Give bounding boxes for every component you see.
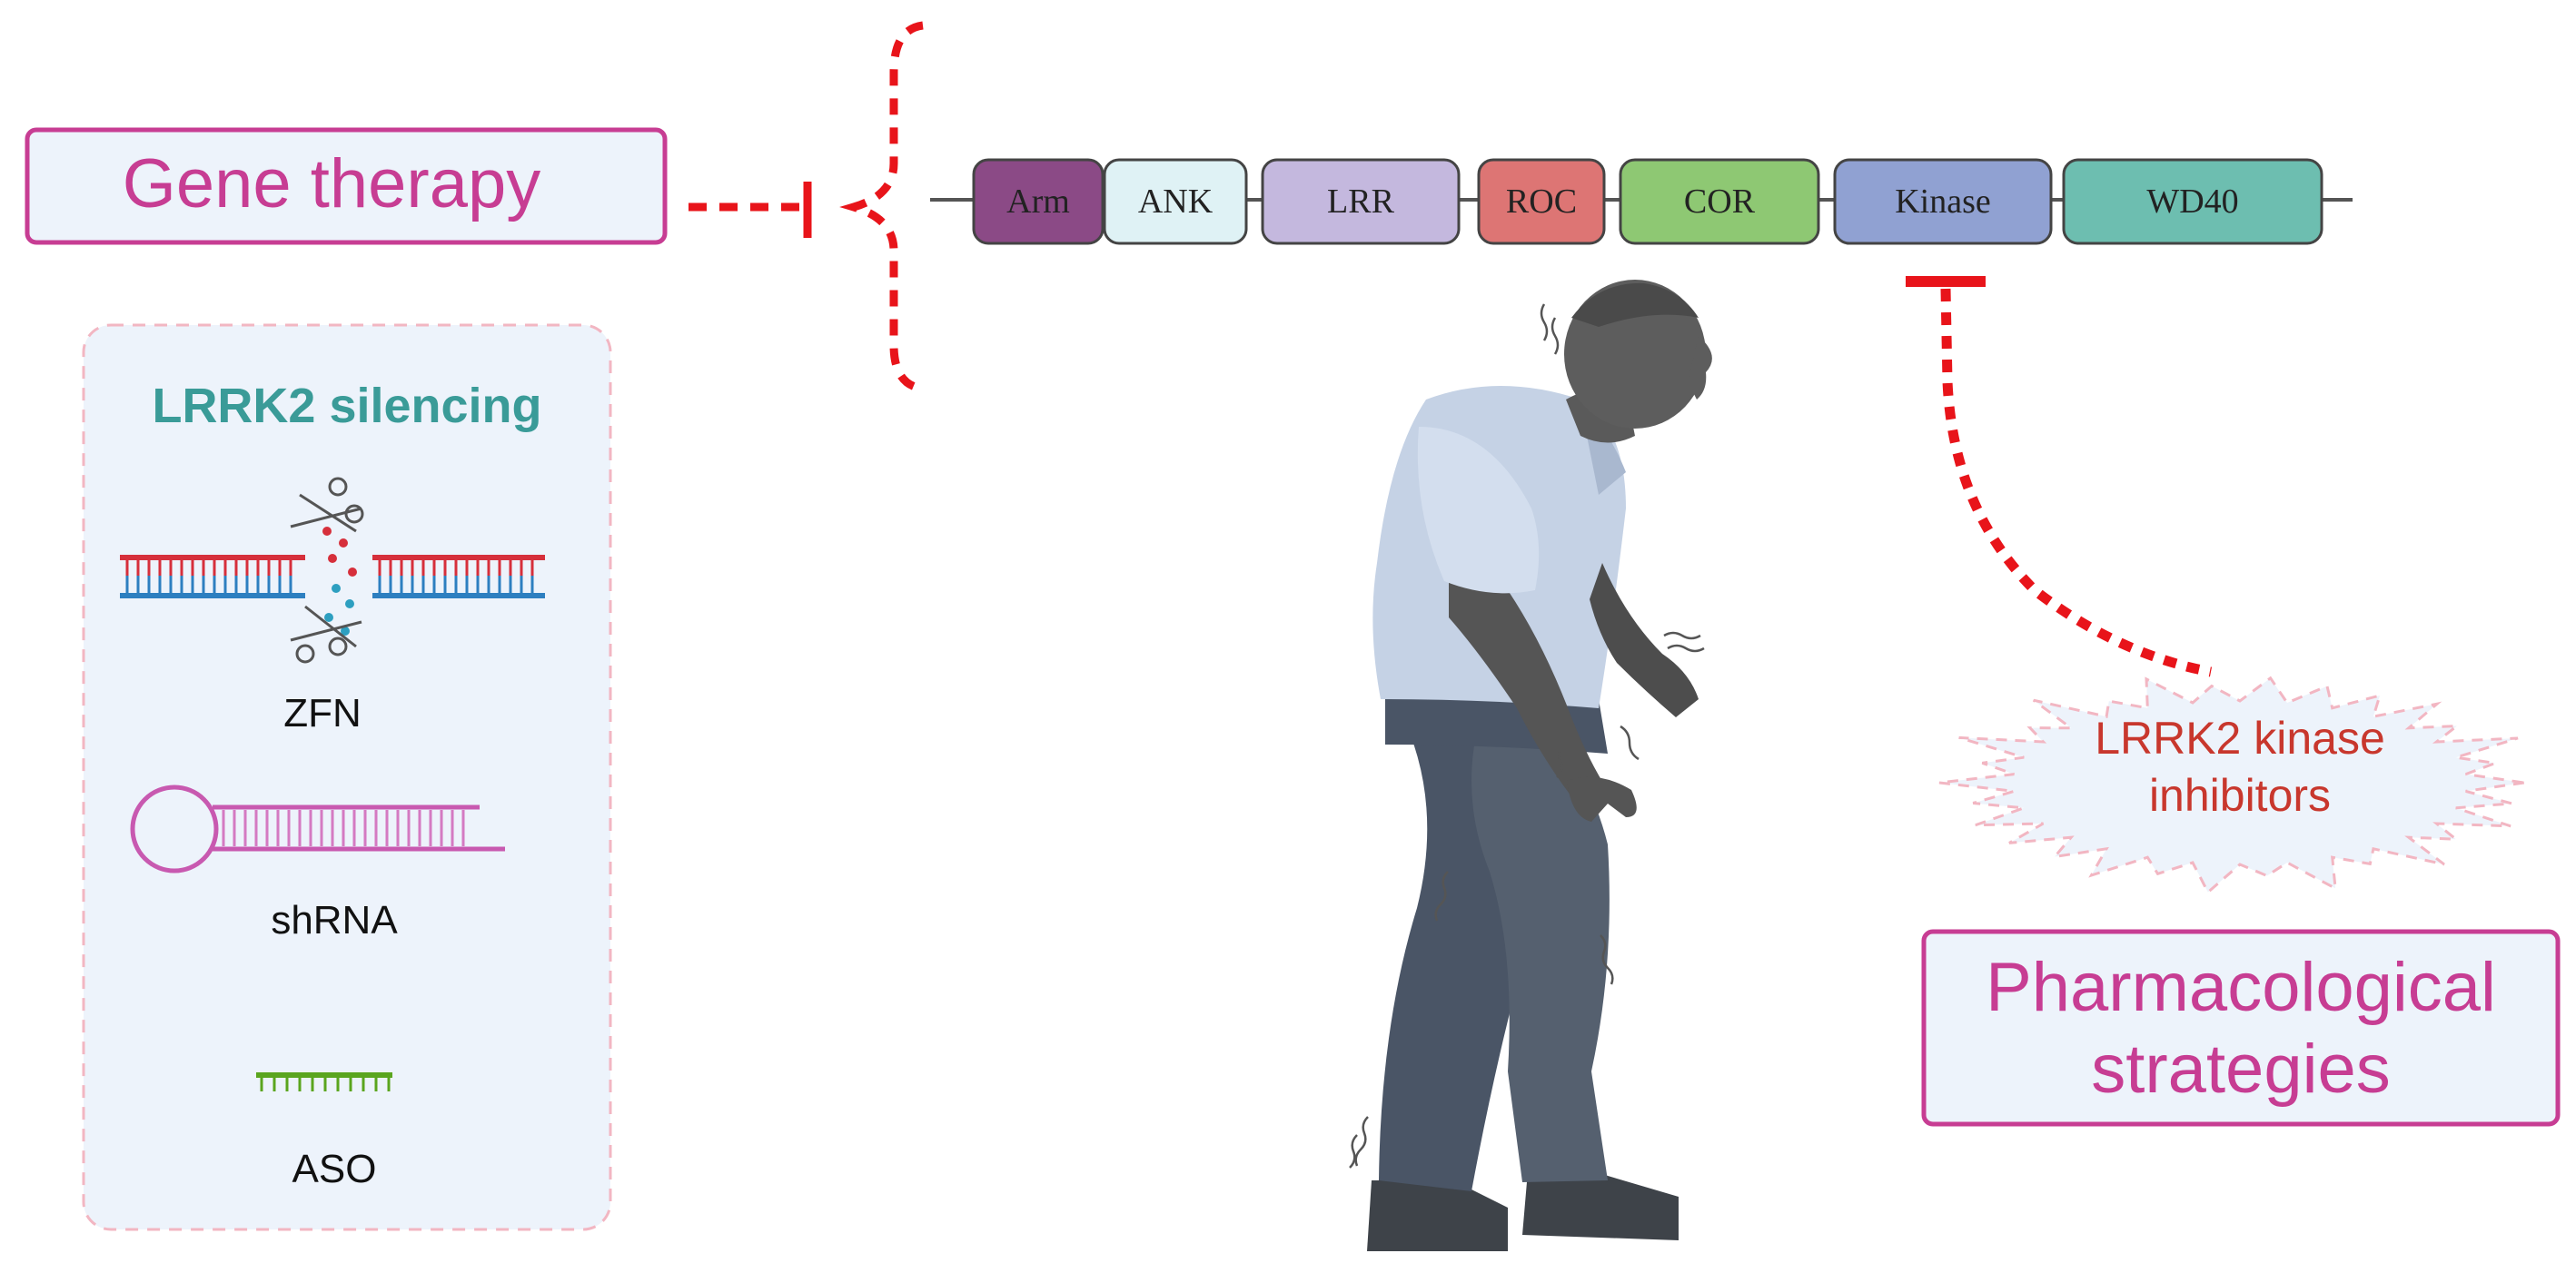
domain-label: Arm — [1006, 183, 1070, 221]
domain-label: COR — [1684, 183, 1756, 221]
inhibitors-label-line2: inhibitors — [2149, 770, 2331, 821]
domain-lrr: LRR — [1261, 158, 1461, 245]
domain-label: ANK — [1138, 183, 1214, 221]
pharmacological-label-line1: Pharmacological — [1986, 949, 2496, 1026]
kinase-inhibitors-burst: LRRK2 kinase inhibitors — [1938, 676, 2525, 894]
domain-kinase: Kinase — [1833, 158, 2053, 245]
lrrk2-silencing-panel: LRRK2 silencing — [82, 323, 612, 1231]
gene-therapy-inhibition-line — [689, 182, 812, 238]
hairpin-rna-icon — [130, 785, 505, 873]
domain-label: ROC — [1506, 183, 1577, 221]
domain-roc: ROC — [1477, 158, 1606, 245]
domain-ank: ANK — [1103, 158, 1248, 245]
parkinsonian-patient-icon — [1349, 280, 1712, 1251]
domain-label: Kinase — [1895, 183, 1991, 221]
domain-label: LRR — [1327, 183, 1395, 221]
zfn-label: ZFN — [283, 691, 362, 735]
domain-cor: COR — [1619, 158, 1820, 245]
gene-brace — [839, 21, 924, 393]
domain-arm: Arm — [972, 158, 1105, 245]
pharmacological-strategies-box: Pharmacological strategies — [1921, 929, 2561, 1127]
shrna-label: shRNA — [271, 898, 398, 943]
dna-scissors-icon — [120, 477, 545, 664]
domain-label: WD40 — [2146, 183, 2238, 221]
aso-label: ASO — [292, 1147, 377, 1191]
kinase-inhibition-line — [1906, 276, 2213, 677]
domain-wd40: WD40 — [2062, 158, 2323, 245]
antisense-oligo-icon — [256, 1072, 392, 1091]
gene-therapy-label: Gene therapy — [123, 145, 541, 222]
inhibitors-label-line1: LRRK2 kinase — [2095, 713, 2385, 764]
lrrk2-domain-bar: Arm ANK LRR ROC COR Kinase WD40 — [930, 158, 2353, 245]
gene-therapy-box: Gene therapy — [25, 127, 668, 245]
silencing-title: LRRK2 silencing — [152, 379, 541, 433]
pharmacological-label-line2: strategies — [2091, 1031, 2391, 1108]
